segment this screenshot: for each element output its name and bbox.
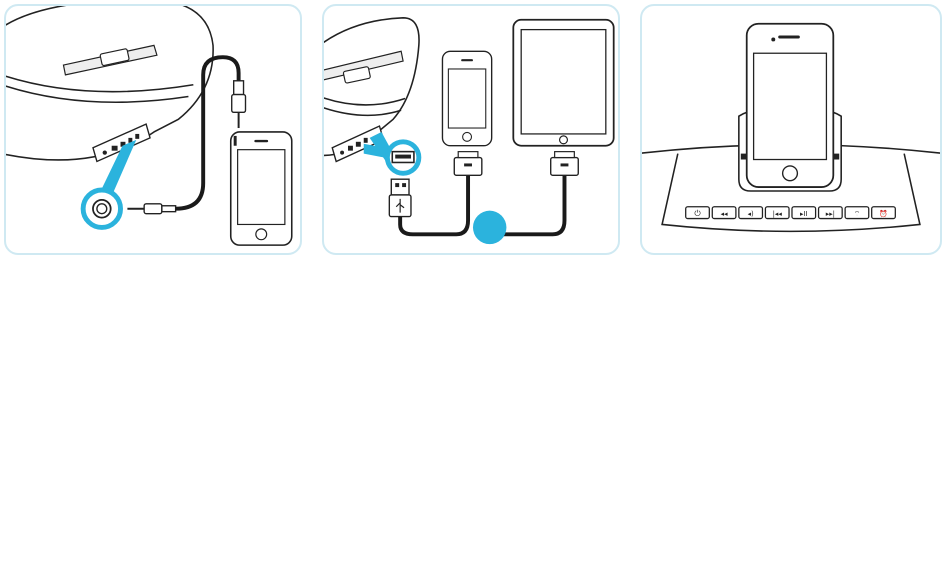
svg-text:▸II: ▸II (800, 210, 808, 218)
svg-text:⏻: ⏻ (694, 209, 701, 218)
speaker-dock-icon (6, 6, 213, 161)
svg-text:⌔: ⌔ (854, 210, 860, 218)
cable-junction-dot (473, 211, 506, 244)
panel-usb-charge (322, 4, 620, 255)
usb-port-icon (387, 142, 418, 173)
rewind-icon[interactable]: ◂◂ (712, 207, 736, 219)
radio-icon[interactable]: ⌔ (845, 207, 869, 219)
previous-icon[interactable]: |◂◂ (765, 207, 789, 219)
svg-text:|◂◂: |◂◂ (773, 210, 783, 218)
usb-plug-icon (389, 179, 411, 216)
svg-text:◂◂: ◂◂ (721, 210, 728, 218)
usb-cable-ipad (502, 175, 565, 234)
svg-text:⏰: ⏰ (879, 209, 888, 218)
alarm-icon[interactable]: ⏰ (872, 207, 896, 219)
aux-jack-icon (83, 190, 120, 227)
panel-aux-in (4, 4, 302, 255)
usb-charge-illustration (324, 6, 618, 253)
volume-icon[interactable]: ◂) (739, 207, 763, 219)
power-icon[interactable]: ⏻ (686, 207, 710, 219)
30pin-connector-icon (454, 152, 578, 176)
svg-text:◂): ◂) (748, 210, 754, 218)
play-pause-icon[interactable]: ▸II (792, 207, 816, 219)
svg-text:▸▸|: ▸▸| (826, 210, 835, 218)
panel-dock-controls: ⏻ ◂◂ ◂) |◂◂ ▸II ▸▸| (640, 4, 942, 255)
iphone-icon (442, 51, 491, 145)
next-icon[interactable]: ▸▸| (819, 207, 843, 219)
iphone-icon (231, 132, 292, 245)
iphone-icon (747, 24, 834, 187)
aux-in-illustration (6, 6, 300, 253)
ipad-icon (513, 20, 613, 146)
dock-controls-illustration: ⏻ ◂◂ ◂) |◂◂ ▸II ▸▸| (642, 6, 940, 253)
